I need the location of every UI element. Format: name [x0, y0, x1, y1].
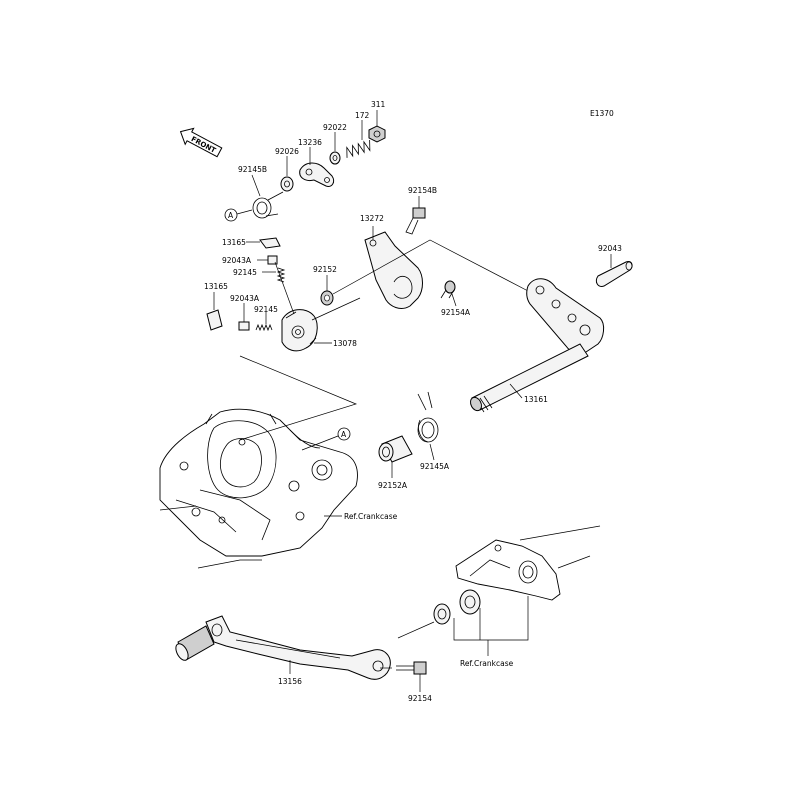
- bolt-92154a: [440, 280, 456, 299]
- label-92145a: 92145A: [420, 462, 450, 471]
- pin-92043a-left: [238, 321, 250, 331]
- label-92026: 92026: [275, 147, 299, 156]
- label-92154: 92154: [408, 694, 432, 703]
- label-13078: 13078: [333, 339, 357, 348]
- spring-172: [346, 139, 371, 158]
- return-spring-92145a: [417, 391, 439, 443]
- oil-seal: [433, 603, 451, 625]
- label-92152: 92152: [313, 265, 337, 274]
- callout-a-lower: A: [341, 430, 347, 439]
- bolt-92154b: [405, 207, 426, 235]
- plate-13272: [364, 231, 423, 309]
- label-92043a-left: 92043A: [230, 294, 260, 303]
- washer-92026: [280, 176, 294, 192]
- spring-92145-top: [276, 267, 286, 283]
- nut-311: [368, 125, 386, 143]
- label-13236: 13236: [298, 138, 322, 147]
- shift-shaft-13161: [469, 278, 605, 413]
- figure-code: E1370: [590, 109, 614, 118]
- label-ref-crankcase-upper: Ref.Crankcase: [344, 512, 398, 521]
- lever-13236: [299, 162, 335, 187]
- crankcase-section: [159, 408, 358, 557]
- label-92154a: 92154A: [441, 308, 471, 317]
- shift-drum-cam-13078: [281, 309, 318, 352]
- label-92043: 92043: [598, 244, 622, 253]
- label-311: 311: [371, 100, 386, 109]
- pawl-13165-top: [259, 237, 281, 249]
- label-13165-top: 13165: [222, 238, 246, 247]
- label-92022: 92022: [323, 123, 347, 132]
- bolt-92154: [396, 661, 427, 675]
- label-92145b: 92145B: [238, 165, 267, 174]
- pin-92043: [595, 261, 633, 287]
- label-ref-crankcase-lower: Ref.Crankcase: [460, 659, 514, 668]
- label-92145-left: 92145: [254, 305, 278, 314]
- label-13161: 13161: [524, 395, 548, 404]
- label-13165-left: 13165: [204, 282, 228, 291]
- callout-circle-upper: [224, 208, 238, 222]
- shift-pedal-13156: [175, 615, 391, 680]
- label-172: 172: [355, 111, 370, 120]
- label-92154b: 92154B: [408, 186, 437, 195]
- spring-92145-left: [255, 323, 273, 332]
- label-92152a: 92152A: [378, 481, 408, 490]
- washer-92022: [329, 151, 341, 165]
- label-13156: 13156: [278, 677, 302, 686]
- label-92145-top: 92145: [233, 268, 257, 277]
- spring-92145b: [252, 191, 284, 219]
- pawl-13165-left: [206, 309, 223, 331]
- crankcase-lower-piece: [455, 539, 561, 601]
- needle-bearing: [459, 589, 481, 615]
- callout-a-upper: A: [228, 211, 234, 220]
- bushing-92152a: [378, 435, 413, 463]
- label-92043a-top: 92043A: [222, 256, 252, 265]
- callout-circle-lower: [337, 427, 351, 441]
- front-arrow-icon: FRONT: [179, 127, 223, 158]
- label-13272: 13272: [360, 214, 384, 223]
